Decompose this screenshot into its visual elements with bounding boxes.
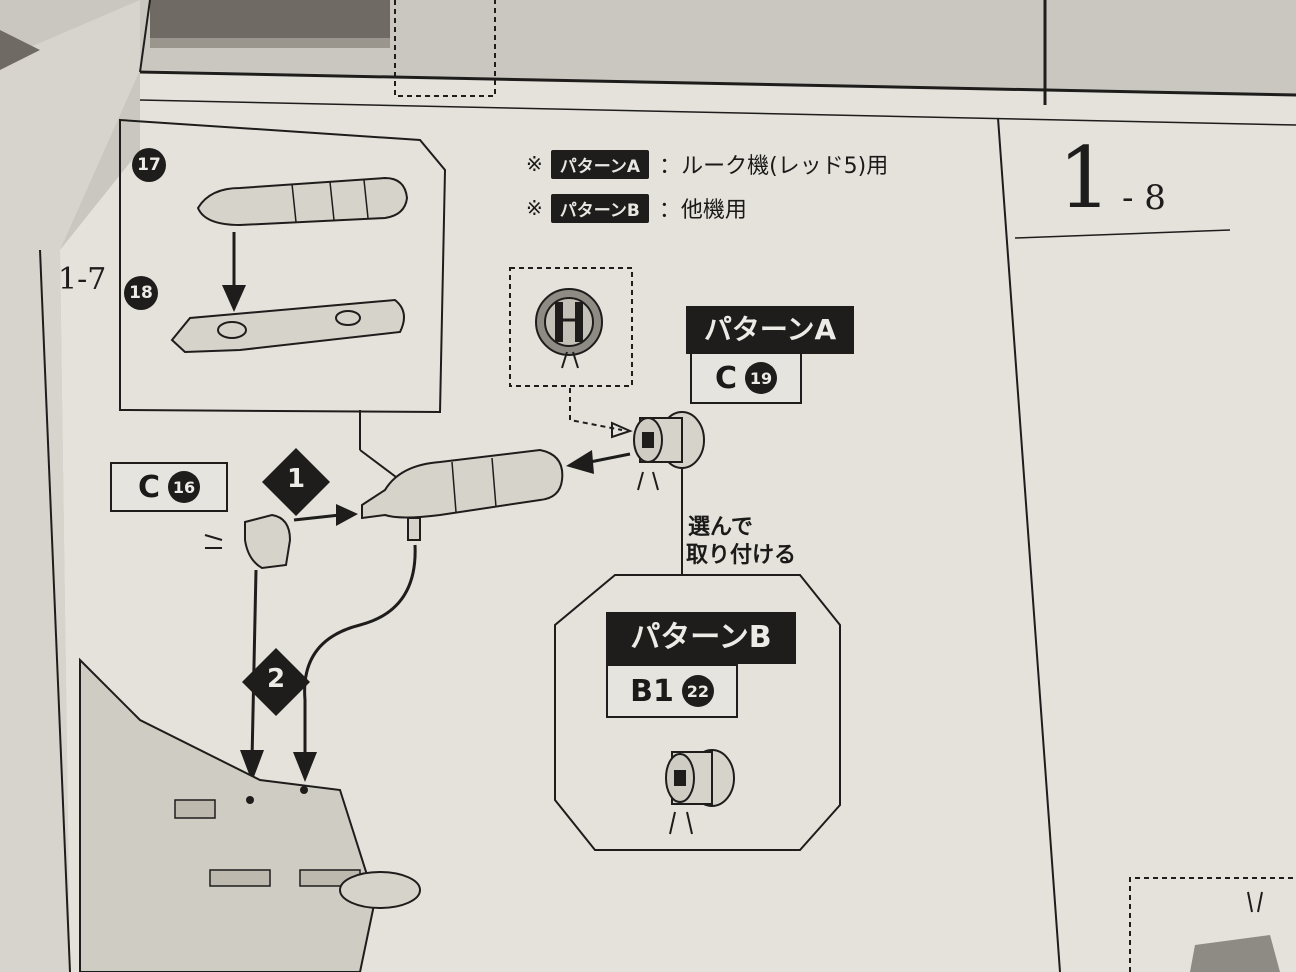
- part-label-b1-22: B1 22: [606, 664, 738, 718]
- part-letter: C: [137, 469, 161, 505]
- legend-pattern-b: ※ パターンB ：他機用: [526, 192, 747, 224]
- step-sub-number: - 8: [1122, 178, 1166, 218]
- legend-pattern-b-tag: パターンB: [550, 193, 649, 223]
- choose-and-attach-line1: 選んで: [688, 515, 753, 540]
- part-number-22: 22: [681, 675, 714, 707]
- reference-mark: ※: [526, 196, 543, 220]
- part-letter: B1: [630, 673, 674, 709]
- legend-pattern-a: ※ パターンA ：ルーク機(レッド5)用: [526, 148, 888, 180]
- barrel-assembly: [361, 448, 564, 541]
- step-diamond-2: [242, 648, 310, 716]
- cap-pattern-a: [633, 411, 705, 469]
- previous-step-number: 1-7: [58, 262, 107, 297]
- cap-end-view: [535, 288, 603, 356]
- part-label-c19: C 19: [690, 352, 802, 404]
- reference-mark: ※: [526, 152, 543, 176]
- step-2-number: 2: [266, 664, 286, 694]
- step-diamond-1: [262, 448, 330, 516]
- pattern-b-label: パターンB: [606, 612, 796, 664]
- choose-and-attach-line2: 取り付ける: [686, 543, 797, 568]
- cap-pattern-b: [665, 749, 735, 807]
- part-number-18: 18: [124, 276, 158, 310]
- barrel-part-17: [196, 176, 409, 227]
- step-1-number: 1: [286, 464, 306, 494]
- legend-pattern-a-desc: ：ルーク機(レッド5)用: [659, 154, 889, 179]
- pattern-a-label: パターンA: [686, 306, 854, 354]
- part-number-19: 19: [745, 362, 778, 394]
- legend-pattern-a-tag: パターンA: [550, 149, 650, 179]
- legend-pattern-b-desc: ：他機用: [658, 198, 747, 223]
- part-number-17: 17: [132, 148, 166, 182]
- base-body: [79, 657, 421, 972]
- barrel-half-part-18: [170, 298, 405, 354]
- step-number: 1: [1058, 129, 1112, 227]
- part-c16: [244, 513, 292, 570]
- part-label-c16: C 16: [110, 462, 228, 512]
- part-number-16: 16: [168, 471, 201, 503]
- part-letter: C: [714, 360, 738, 396]
